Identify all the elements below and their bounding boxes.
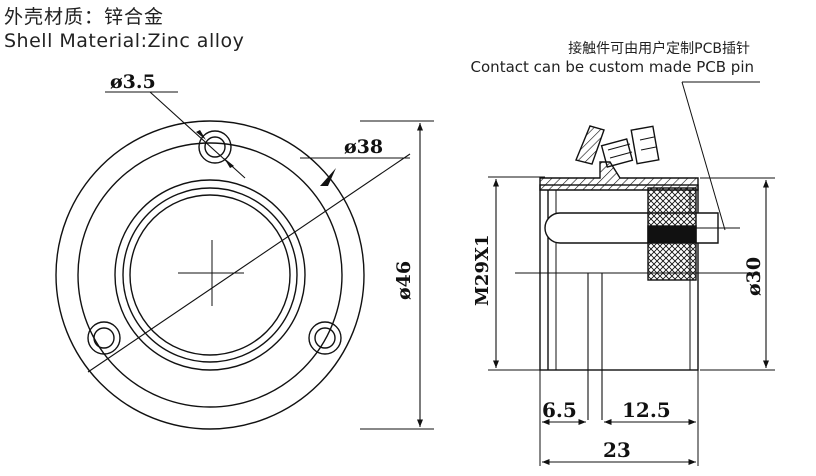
dim-a-label: 6.5 (542, 398, 577, 422)
hole-diameter-label: ø3.5 (110, 71, 156, 93)
flange-section (539, 161, 699, 191)
body-diameter-label: ø30 (743, 257, 765, 296)
mounting-hole-top (198, 130, 232, 164)
dim-b-label: 12.5 (622, 398, 671, 422)
material-title-en: Shell Material:Zinc alloy (4, 30, 245, 52)
front-view (55, 91, 434, 430)
bore-circle (129, 194, 291, 356)
cable-screw (575, 125, 660, 168)
mounting-hole-left (87, 321, 121, 355)
flange-outer-circle (55, 120, 365, 430)
mounting-hole-right (308, 321, 342, 355)
flange-inner-circle (77, 142, 343, 408)
total-length-label: 23 (603, 438, 631, 462)
bolt-circle-leader (87, 153, 411, 373)
flange-diameter-label: ø46 (393, 261, 415, 300)
bolt-circle-label: ø38 (344, 136, 383, 158)
material-title-cn: 外壳材质：锌合金 (4, 6, 165, 28)
pcb-note-en: Contact can be custom made PCB pin (470, 58, 754, 76)
body-circle (114, 179, 306, 371)
pcb-note-cn: 接触件可由用户定制PCB插针 (568, 41, 750, 57)
thread-circle (122, 187, 298, 363)
side-view (488, 81, 775, 466)
thread-label: M29X1 (472, 235, 493, 306)
